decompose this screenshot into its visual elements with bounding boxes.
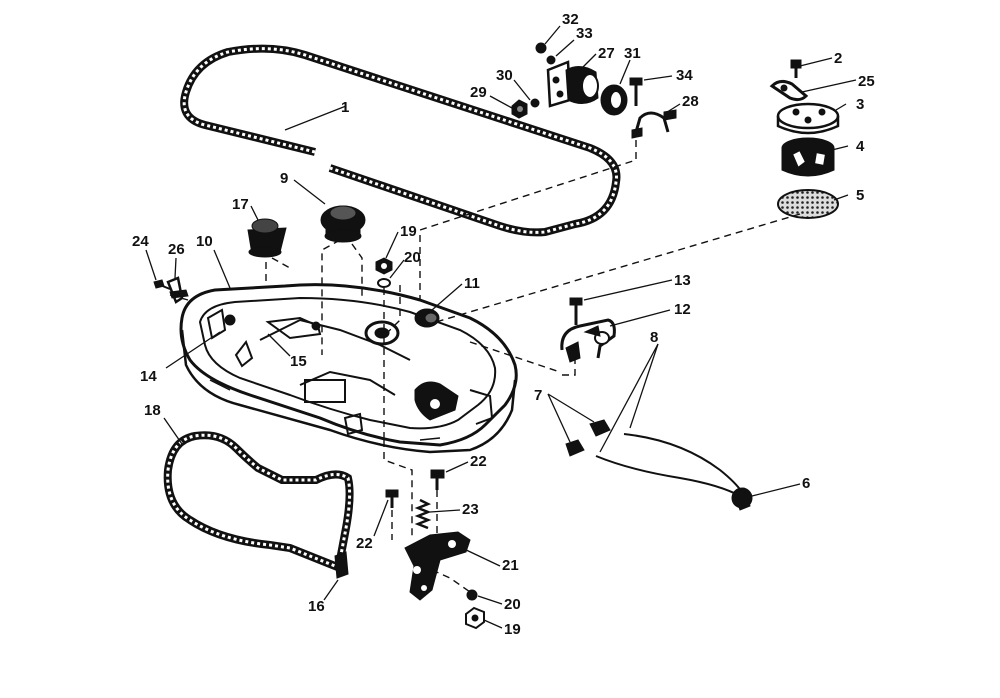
- part-11-grommet: [414, 308, 440, 328]
- callout-2: 2: [834, 50, 842, 67]
- part-5-screen: [777, 189, 839, 219]
- part-28-clamp: [631, 109, 677, 139]
- callout-7: 7: [534, 387, 542, 404]
- callout-24: 24: [132, 233, 149, 250]
- part-24-screw: [153, 279, 171, 290]
- part-34-screw: [629, 77, 643, 106]
- part-16-plug: [334, 551, 349, 579]
- part-31-bushing: [600, 84, 628, 116]
- part-18-seal-strip: [163, 431, 354, 572]
- part-23-spring: [414, 498, 432, 530]
- part-29-nut: [511, 99, 528, 119]
- callout-16: 16: [308, 598, 325, 615]
- part-19-nut-lower: [465, 606, 485, 630]
- part-4-housing: [781, 137, 835, 177]
- part-22-screw-b: [385, 489, 399, 508]
- callout-20-upper: 20: [404, 249, 421, 266]
- callout-26: 26: [168, 241, 185, 258]
- callout-33: 33: [576, 25, 593, 42]
- callout-labels: 1 2 25 3 4 5 32 33 27 31 34 30 29 28 9 1…: [132, 11, 875, 638]
- callout-21: 21: [502, 557, 519, 574]
- callout-5: 5: [856, 187, 864, 204]
- callout-28: 28: [682, 93, 699, 110]
- part-6-cable-plug: [595, 433, 753, 511]
- callout-8: 8: [650, 329, 658, 346]
- part-30-washer: [530, 98, 540, 108]
- part-21-bracket: [404, 531, 471, 601]
- assembly-guide-lines: [169, 140, 801, 593]
- part-2-screw: [790, 59, 802, 78]
- callout-6: 6: [802, 475, 810, 492]
- callout-19-lower: 19: [504, 621, 521, 638]
- part-10-lower-housing: [179, 283, 518, 454]
- callout-15: 15: [290, 353, 307, 370]
- part-1-seal-gasket: [180, 44, 621, 237]
- callout-32: 32: [562, 11, 579, 28]
- part-26-clip: [166, 276, 189, 304]
- part-17-rubber-mount: [247, 218, 287, 258]
- part-7-clip-lower: [565, 439, 585, 457]
- callout-13: 13: [674, 272, 691, 289]
- part-22-screw-a: [430, 469, 445, 490]
- part-20-washer-lower: [466, 589, 478, 601]
- callout-18: 18: [144, 402, 161, 419]
- callout-30: 30: [496, 67, 513, 84]
- part-25-clip: [769, 79, 809, 102]
- callout-19-upper: 19: [400, 223, 417, 240]
- callout-25: 25: [858, 73, 875, 90]
- callout-3: 3: [856, 96, 864, 113]
- callout-29: 29: [470, 84, 487, 101]
- part-7-clip-upper: [589, 419, 611, 437]
- part-33-washer: [546, 55, 556, 65]
- callout-22-lower: 22: [356, 535, 373, 552]
- callout-10: 10: [196, 233, 213, 250]
- part-9-rubber-mount: [320, 205, 366, 243]
- callout-1: 1: [341, 99, 349, 116]
- callout-31: 31: [624, 45, 641, 62]
- callout-14: 14: [140, 368, 157, 385]
- callout-4: 4: [856, 138, 865, 155]
- callout-20-lower: 20: [504, 596, 521, 613]
- callout-17: 17: [232, 196, 249, 213]
- callout-22-upper: 22: [470, 453, 487, 470]
- callout-9: 9: [280, 170, 288, 187]
- part-3-cap: [776, 102, 840, 135]
- part-32-nut: [535, 42, 547, 54]
- callout-11: 11: [464, 275, 480, 292]
- part-13-screw: [569, 297, 583, 325]
- callout-34: 34: [676, 67, 693, 84]
- leader-lines: [145, 25, 857, 629]
- part-20-washer-upper: [377, 278, 391, 288]
- part-27-bracket: [546, 60, 599, 108]
- callout-23: 23: [462, 501, 479, 518]
- part-19-nut-upper: [375, 257, 393, 275]
- callout-12: 12: [674, 301, 691, 318]
- callout-27: 27: [598, 45, 615, 62]
- part-12-clamp: [560, 318, 616, 363]
